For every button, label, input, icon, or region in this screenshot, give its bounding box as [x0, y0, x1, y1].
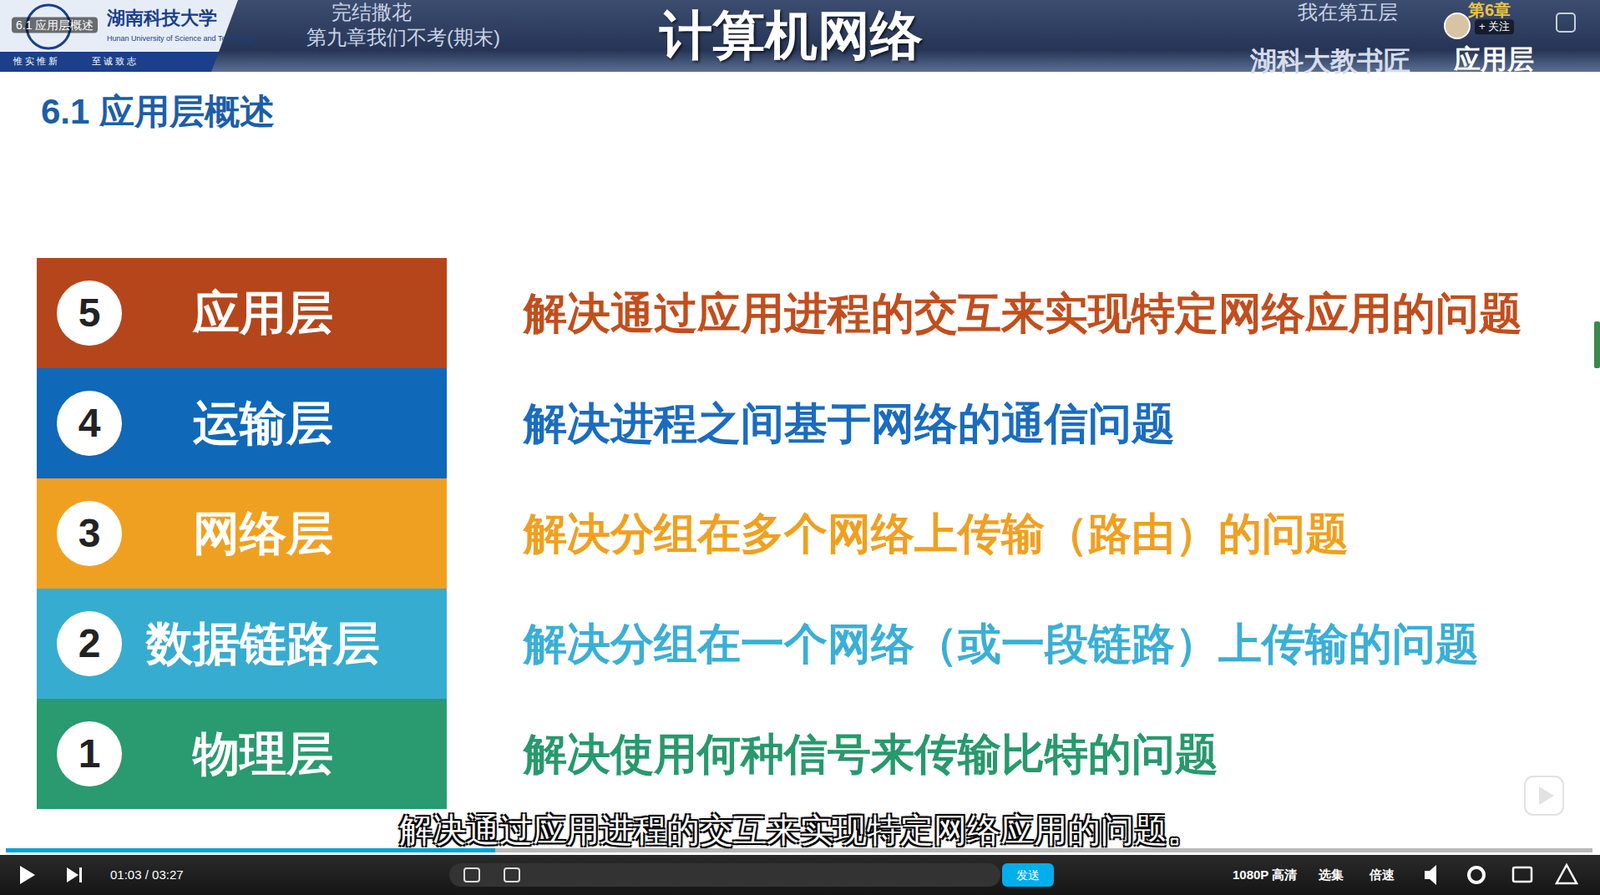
layer-band: 应用层 5 [36, 258, 447, 369]
layer-description: 解决分组在一个网络（或一段链路）上传输的问题 [523, 617, 1479, 670]
layer-name: 数据链路层 [146, 615, 380, 672]
watermark: 湖科大教书匠 [1250, 45, 1411, 77]
layer-number: 4 [78, 399, 102, 448]
layer-number-circle: 3 [55, 500, 123, 568]
episodes-button: 选集 [1318, 867, 1344, 883]
layer-band: 网络层 3 [36, 478, 447, 589]
danmaku: 完结撒花 [331, 0, 412, 26]
side-tab [1594, 321, 1600, 369]
danmaku: 我在第五层 [1297, 0, 1398, 26]
layer-number: 1 [78, 729, 102, 779]
layer-number: 2 [78, 619, 102, 669]
circle-fill [56, 390, 122, 456]
mini-play-arrow [1539, 786, 1555, 806]
layer-description: 解决进程之间基于网络的通信问题 [523, 397, 1175, 450]
layer-number: 3 [78, 509, 102, 558]
motto: 至诚致志 [91, 55, 139, 67]
progress-fill [5, 848, 496, 853]
next-icon [66, 867, 79, 883]
layer-name: 物理层 [192, 725, 334, 782]
danmaku-input [449, 863, 1001, 887]
window-icon [1513, 867, 1532, 882]
send-label: 发送 [1016, 868, 1040, 883]
circle-fill [56, 611, 122, 677]
layer-description: 解决分组在多个网络上传输（路由）的问题 [523, 507, 1349, 560]
fullscreen-icon [1556, 865, 1577, 884]
slide-title: 6.1 应用层概述 [40, 91, 275, 133]
danmaku-settings-icon [504, 868, 520, 882]
layer-number: 5 [78, 288, 102, 338]
volume-icon [1424, 865, 1437, 886]
layer-band: 运输层 4 [36, 368, 447, 479]
motto: 惟实惟新 [13, 55, 61, 67]
layer-number-circle: 4 [55, 389, 123, 457]
progress-track [5, 848, 1593, 853]
play-icon [20, 865, 36, 885]
uploader-avatar [1444, 13, 1470, 39]
send-button [1002, 863, 1054, 887]
layer-name: 运输层 [192, 394, 334, 451]
chapter-number: 第6章 [1468, 0, 1511, 21]
tab-title: 6.1 应用层概述 [11, 17, 98, 34]
circle-fill [56, 280, 122, 346]
layer-band: 数据链路层 2 [36, 588, 447, 699]
speed-button: 倍速 [1369, 867, 1395, 883]
danmaku: 第九章我们不考(期末) [306, 25, 501, 51]
layer-number-circle: 2 [55, 610, 123, 678]
university-name: 湖南科技大学 [106, 7, 218, 30]
layer-band: 物理层 1 [36, 698, 447, 810]
danmaku-toggle-icon [464, 868, 480, 882]
mini-play-icon [1524, 776, 1564, 816]
layer-name: 网络层 [192, 505, 334, 562]
layer-name: 应用层 [192, 284, 334, 341]
quality-button: 1080P 高清 [1232, 867, 1297, 883]
layer-number-circle: 5 [55, 279, 123, 347]
control-bar [0, 855, 1600, 895]
logo-panel [0, 0, 238, 52]
layer-description: 解决通过应用进程的交互来实现特定网络应用的问题 [523, 287, 1523, 340]
chapter-name: 应用层 [1453, 43, 1535, 76]
time-display: 01:03 / 03:27 [110, 867, 184, 883]
university-english: Hunan University of Science and Technolo… [106, 34, 256, 44]
settings-icon [1468, 867, 1484, 883]
help-icon [1556, 13, 1575, 32]
layer-number-circle: 1 [55, 720, 123, 788]
follow-button: + 关注 [1474, 19, 1514, 35]
subtitle: 解决通过应用进程的交互来实现特定网络应用的问题。 [399, 810, 1201, 851]
motto-strip [0, 51, 219, 72]
next-icon-bar [79, 867, 82, 883]
layer-description: 解决使用何种信号来传输比特的问题 [523, 728, 1219, 780]
circle-fill [56, 721, 122, 787]
circle-fill [56, 501, 122, 567]
course-title: 计算机网络 [659, 4, 923, 68]
